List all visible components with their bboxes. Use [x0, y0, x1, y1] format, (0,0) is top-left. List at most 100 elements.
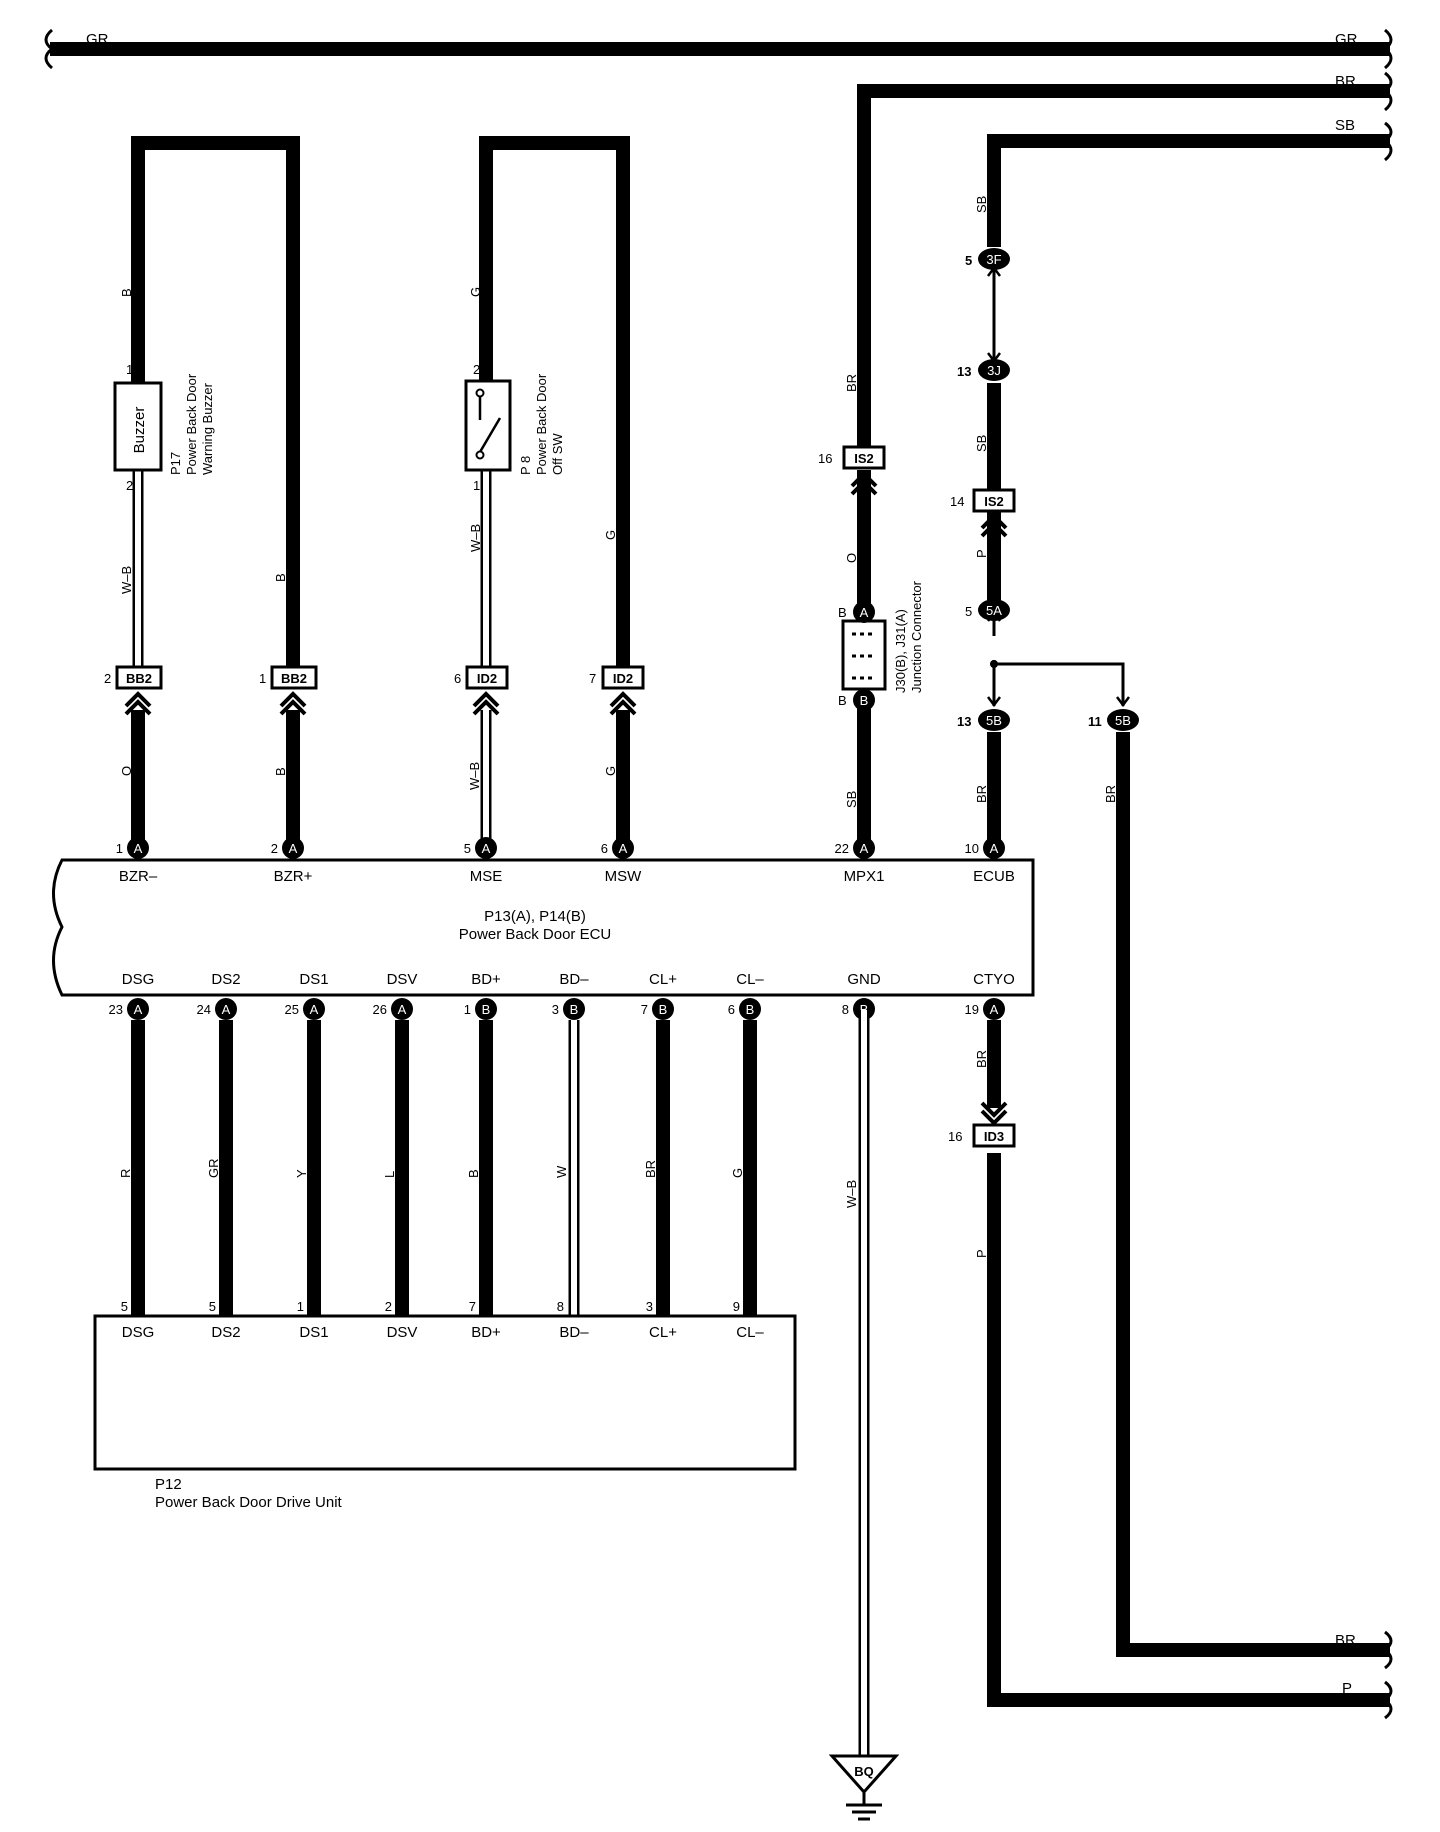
ecu-bottom-pin-number: 7	[641, 1002, 648, 1017]
drive-wire-color: W	[554, 1165, 569, 1178]
wire-color-buzz-low: W–B	[119, 566, 134, 594]
junction-pin-a	[853, 601, 875, 623]
ecu-bottom-pin-connector	[475, 998, 497, 1020]
ecu-bottom-pin-connector	[391, 998, 413, 1020]
wire-color-mpx-top: BR	[844, 374, 859, 392]
ecu-top-pin-label: BZR–	[119, 868, 158, 885]
ecu-bottom-pin-conn-letter: A	[222, 1002, 231, 1017]
ecu-bottom-pin-number: 19	[965, 1002, 979, 1017]
connector-5b-11	[1107, 709, 1139, 731]
buzzer-b-wire-loop	[131, 136, 300, 668]
connector-5b-13	[978, 709, 1010, 731]
bus-break-left	[44, 28, 55, 70]
wire-color-ecub-sb2: SB	[974, 435, 989, 452]
ecu-top-pin-label: MPX1	[844, 868, 885, 885]
ecu-bottom-pin-number: 26	[373, 1002, 387, 1017]
wire-color-ecub-br: BR	[974, 785, 989, 803]
ecu-top-pin-number: 5	[464, 841, 471, 856]
drive-unit-pin-number: 5	[209, 1299, 216, 1314]
junction-pin-a-label: B	[838, 605, 847, 620]
connector-5a	[978, 599, 1010, 621]
buzzer-pin-top: 1	[126, 362, 133, 377]
wire-color-c1: O	[119, 766, 134, 776]
ecu-bottom-pin-connector	[739, 998, 761, 1020]
svg-text:16: 16	[948, 1129, 962, 1144]
drive-unit-pin-label: BD–	[559, 1324, 589, 1341]
wire-color-bb2r-top: B	[273, 573, 288, 582]
ecu-top-pin-conn-letter: A	[619, 841, 628, 856]
bus-label-p-bottom: P	[1342, 1680, 1352, 1697]
wire-color-buzz-top: B	[119, 288, 134, 297]
ground-circuit: W–B BQ	[828, 1010, 900, 1821]
ecu-bottom-pin-conn-letter: B	[860, 1002, 869, 1017]
junction-name: Junction Connector	[909, 580, 924, 693]
drive-unit-ref: P12	[155, 1476, 182, 1493]
drive-unit-pin-label: CL+	[649, 1324, 677, 1341]
connector-3j	[978, 359, 1010, 381]
svg-text:5: 5	[965, 604, 972, 619]
gnd-wire-color: W–B	[844, 1180, 859, 1208]
drive-unit-pin-label: DS1	[299, 1324, 328, 1341]
ecu-top-pin-label: MSW	[605, 868, 643, 885]
ecu-top-pin-number: 2	[271, 841, 278, 856]
ecu-top-pin-number: 22	[835, 841, 849, 856]
br-11-wire	[1116, 732, 1390, 1657]
drive-unit-box	[93, 1314, 797, 1471]
drive-unit-pin-number: 3	[646, 1299, 653, 1314]
ecu-top-pin-number: 6	[601, 841, 608, 856]
ecu-bottom-pin-number: 1	[464, 1002, 471, 1017]
drive-unit-pin-number: 7	[469, 1299, 476, 1314]
wire-color-mpx-mid: O	[844, 553, 859, 563]
is2-b-id: IS2	[984, 494, 1004, 509]
ecu-top-pin-number: 1	[116, 841, 123, 856]
ecu-bottom-pin-conn-letter: A	[134, 1002, 143, 1017]
drive-unit-pin-label: CL–	[736, 1324, 764, 1341]
bus-label-sb: SB	[1335, 117, 1355, 134]
drive-unit-pin-number: 8	[557, 1299, 564, 1314]
br-bus-wire	[857, 84, 1390, 453]
ecu-bottom-pin-conn-letter: A	[398, 1002, 407, 1017]
offsw-ref: P 8	[518, 456, 533, 475]
bus-label-gr-left: GR	[86, 31, 109, 48]
svg-text:5: 5	[965, 253, 972, 268]
ecu-bottom-pin-connector	[215, 998, 237, 1020]
ecu-bottom-pin-number: 25	[285, 1002, 299, 1017]
ecu-bottom-pin-label: DS1	[299, 971, 328, 988]
svg-text:BB2: BB2	[281, 671, 307, 686]
ecu-top-pin-label: MSE	[470, 868, 503, 885]
buzzer-component	[113, 381, 163, 472]
bus-break-right-sb	[1382, 121, 1393, 162]
ecu-bottom-pin-connector	[983, 998, 1005, 1020]
ecu-bottom-pin-conn-letter: A	[990, 1002, 999, 1017]
is2-connector-b	[972, 488, 1016, 513]
buzzer-ref: P17	[168, 452, 183, 475]
ecu-bottom-pin-label: DS2	[211, 971, 240, 988]
offsw-name2: Off SW	[550, 433, 565, 475]
bus-break-right-br	[1382, 71, 1393, 112]
ecu-bottom-pin-label: CL–	[736, 971, 764, 988]
ecu-ref: P13(A), P14(B)	[484, 908, 586, 925]
offsw-name1: Power Back Door	[534, 373, 549, 475]
junction-ref: J30(B), J31(A)	[893, 609, 908, 693]
svg-text:3F: 3F	[986, 252, 1001, 267]
offsw-g-wire-loop	[479, 136, 630, 668]
is2-connector-a	[842, 445, 886, 470]
bus-label-br-bottom: BR	[1335, 1632, 1356, 1649]
drive-wire-color: B	[466, 1169, 481, 1178]
junction-pin-b	[853, 689, 875, 711]
ecu-bottom-pin-label: CL+	[649, 971, 677, 988]
wire-color-msw-top: G	[603, 530, 618, 540]
ecu-top-pin-connector	[983, 837, 1005, 859]
svg-text:A: A	[860, 605, 869, 620]
svg-text:5B: 5B	[986, 713, 1002, 728]
ecu-top-pin-conn-letter: A	[990, 841, 999, 856]
ecu-bottom-pin-label: DSG	[122, 971, 155, 988]
id3-connector	[972, 1123, 1016, 1148]
wire-color-c2: B	[273, 767, 288, 776]
wire-color-br11: BR	[1103, 785, 1118, 803]
bb2-connector-left	[115, 665, 163, 690]
